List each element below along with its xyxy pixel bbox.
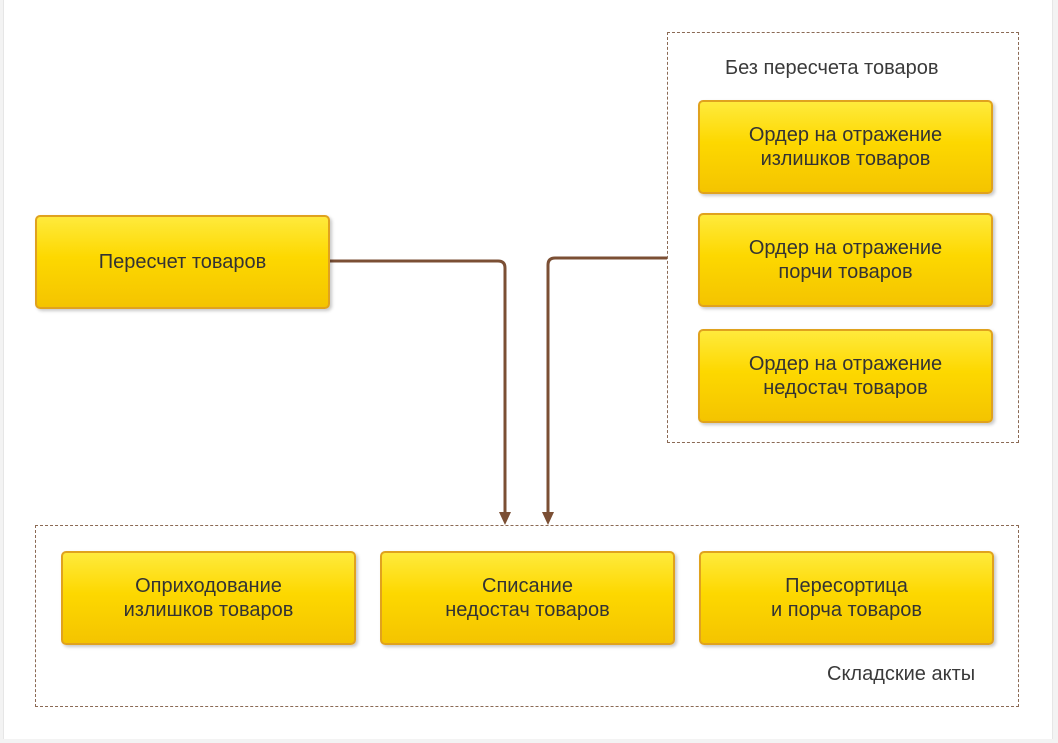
act-writeoff-box[interactable]: Списание недостач товаров (380, 551, 675, 645)
act-writeoff-label: Списание недостач товаров (445, 575, 610, 621)
order-damage-label: Ордер на отражение порчи товаров (748, 237, 943, 283)
without-recount-group (667, 32, 1019, 443)
act-surplus-box[interactable]: Оприходование излишков товаров (61, 551, 356, 645)
act-regrading-box[interactable]: Пересортица и порча товаров (699, 551, 994, 645)
order-shortage-box[interactable]: Ордер на отражение недостач товаров (698, 329, 993, 423)
recount-box-label: Пересчет товаров (98, 251, 267, 273)
order-damage-box[interactable]: Ордер на отражение порчи товаров (698, 213, 993, 307)
order-shortage-label: Ордер на отражение недостач товаров (748, 353, 943, 399)
order-surplus-box[interactable]: Ордер на отражение излишков товаров (698, 100, 993, 194)
without-recount-group-title: Без пересчета товаров (725, 57, 939, 79)
act-surplus-label: Оприходование излишков товаров (123, 575, 294, 621)
warehouse-acts-group-title: Складские акты (827, 663, 976, 685)
warehouse-acts-group (35, 525, 1019, 707)
recount-box[interactable]: Пересчет товаров (35, 215, 330, 309)
order-surplus-label: Ордер на отражение излишков товаров (748, 124, 943, 170)
act-regrading-label: Пересортица и порча товаров (771, 575, 922, 621)
